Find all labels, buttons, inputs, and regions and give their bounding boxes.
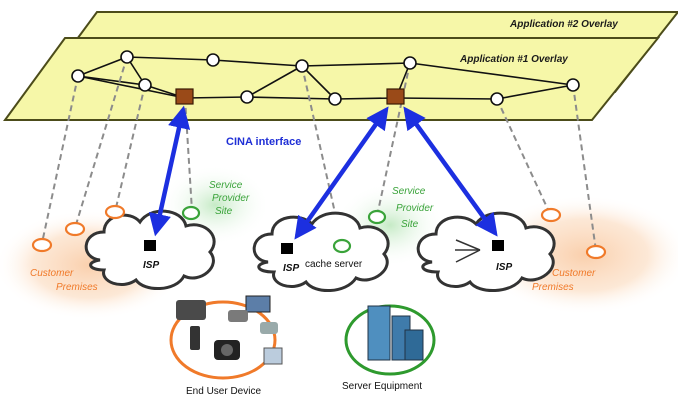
provider-node	[332, 238, 352, 254]
monitor-icon	[263, 347, 283, 365]
overlay-node	[240, 90, 254, 104]
customer-node	[104, 204, 126, 220]
provider-node	[367, 209, 387, 225]
service-provider-site-label-left-line2: Provider	[212, 193, 250, 204]
end-user-devices	[169, 295, 283, 380]
service-provider-site-label-left-line3: Site	[215, 206, 233, 217]
cina-interface-node-left	[175, 88, 194, 105]
media-player-icon	[260, 322, 278, 334]
overlay-node	[490, 92, 504, 106]
overlay-node	[328, 92, 342, 106]
service-provider-site-label-left-line1: Service	[209, 180, 243, 191]
overlay-nodes	[71, 50, 580, 106]
service-provider-site-label-right-line3: Site	[401, 219, 419, 230]
application-1-overlay-title: Application #1 Overlay	[459, 54, 568, 65]
multicast-fanout-icon	[455, 239, 481, 263]
server-equipment	[344, 304, 436, 376]
cina-interface-node-right	[386, 88, 405, 105]
customer-premises-label-right-line2: Premises	[532, 282, 574, 293]
customer-premises-label-left-line1: Customer	[30, 268, 74, 279]
customer-node	[31, 237, 53, 253]
camera-lens-icon	[221, 344, 233, 356]
cina-arrow-left	[148, 105, 191, 237]
customer-node	[540, 207, 562, 223]
overlay-node	[295, 59, 309, 73]
isp-node-middle	[281, 243, 293, 254]
overlay-node	[206, 53, 220, 67]
overlay-node	[71, 69, 85, 83]
device-icon	[228, 310, 248, 322]
application-2-overlay-title: Application #2 Overlay	[509, 19, 618, 30]
overlay-node	[566, 78, 580, 92]
customer-premises-glow-right	[480, 195, 678, 315]
end-user-device-label: End User Device	[186, 386, 261, 397]
isp-node-right	[492, 240, 504, 251]
cina-interface-label: CINA interface	[226, 136, 301, 148]
service-provider-site-label-right-line1: Service	[392, 186, 426, 197]
cina-arrows	[148, 105, 498, 240]
cina-arrow-right	[403, 106, 498, 237]
isp-label-middle: ISP	[283, 263, 299, 274]
phone-icon	[190, 326, 200, 350]
isp-label-left: ISP	[143, 260, 159, 271]
server-rack-icon	[404, 329, 424, 361]
provider-node	[181, 205, 201, 221]
laptop-icon	[245, 295, 271, 313]
end-user-device-ring	[169, 300, 277, 380]
cache-server-label: cache server	[305, 259, 363, 270]
overlay-node	[120, 50, 134, 64]
service-provider-site-label-right-line2: Provider	[396, 203, 434, 214]
overlay-node	[138, 78, 152, 92]
overlay-edges	[77, 56, 574, 100]
isp-node-left	[144, 240, 156, 251]
isp-label-right: ISP	[496, 262, 512, 273]
server-equipment-label: Server Equipment	[342, 381, 422, 392]
customer-nodes	[31, 204, 607, 260]
video-camera-icon	[176, 300, 206, 320]
cina-arrow-middle	[294, 106, 389, 240]
customer-node	[585, 244, 607, 260]
customer-node	[64, 221, 86, 237]
customer-premises-label-right-line1: Customer	[552, 268, 596, 279]
customer-premises-label-left-line2: Premises	[56, 282, 98, 293]
overlay-node	[403, 56, 417, 70]
server-rack-icon	[367, 305, 391, 361]
